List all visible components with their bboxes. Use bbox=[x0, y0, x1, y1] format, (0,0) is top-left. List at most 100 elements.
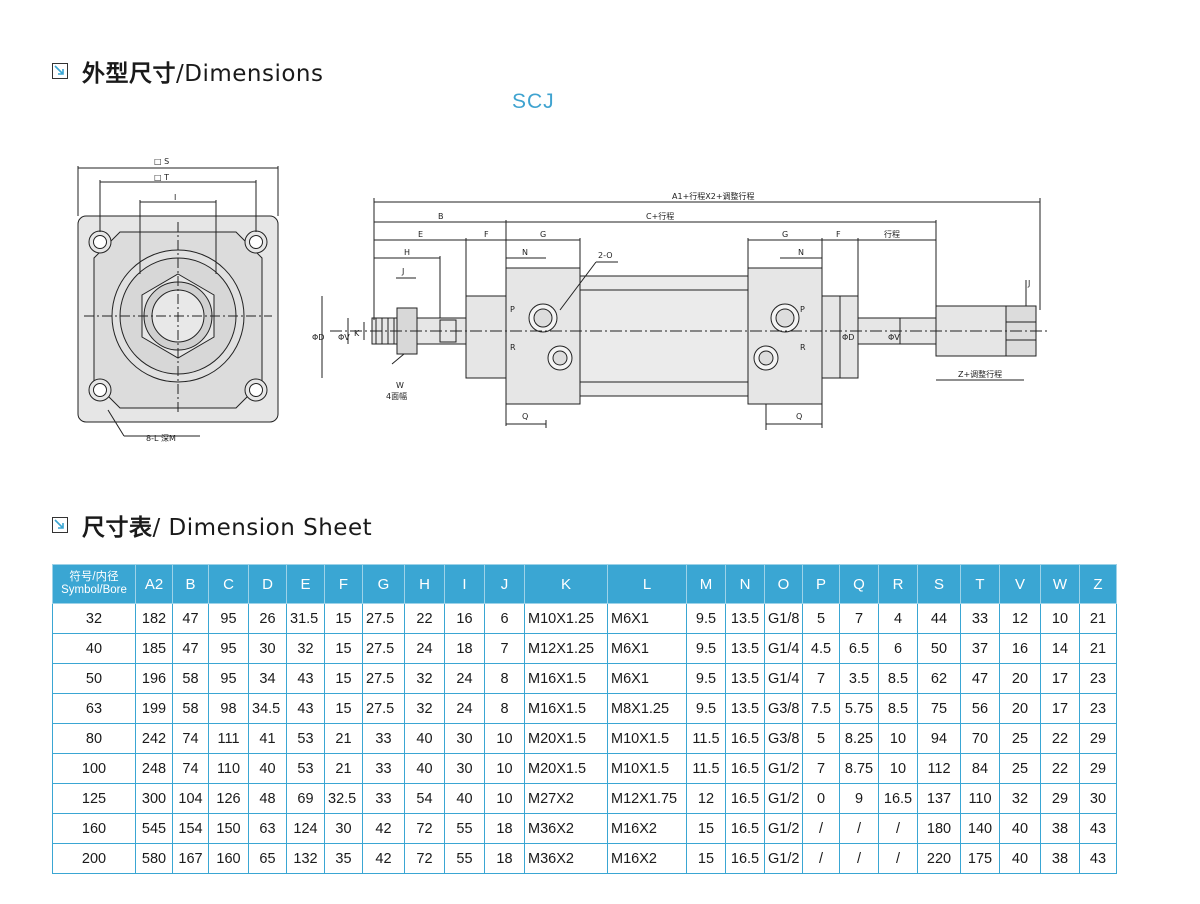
dimension-drawing: □ S □ T I 8-L 深M A1+行程X2+调整行程 B C+行程 E F… bbox=[77, 157, 1050, 443]
table-cell: 7 bbox=[484, 633, 525, 664]
table-cell: 74 bbox=[172, 753, 209, 784]
table-cell: 48 bbox=[248, 783, 287, 814]
table-cell: 34.5 bbox=[248, 693, 287, 724]
label-A1: A1+行程X2+调整行程 bbox=[672, 191, 755, 201]
table-cell: 95 bbox=[208, 633, 249, 664]
table-cell: 10 bbox=[484, 753, 525, 784]
table-cell: 24 bbox=[444, 693, 485, 724]
label-J-right: J bbox=[1027, 279, 1030, 288]
table-cell: G1/4 bbox=[764, 663, 803, 694]
header-b: B bbox=[172, 564, 209, 604]
table-cell: 6 bbox=[878, 633, 918, 664]
table-cell: M10X1.25 bbox=[524, 603, 608, 634]
label-O: 2-O bbox=[598, 251, 613, 260]
front-view bbox=[77, 166, 279, 437]
table-cell: 124 bbox=[286, 813, 325, 844]
table-cell: 196 bbox=[135, 663, 173, 694]
bore-cell: 40 bbox=[52, 633, 136, 664]
table-cell: 42 bbox=[362, 843, 405, 874]
header-d: D bbox=[248, 564, 287, 604]
label-Q-right: Q bbox=[796, 412, 802, 421]
table-cell: 8.5 bbox=[878, 663, 918, 694]
table-cell: 21 bbox=[1079, 603, 1117, 634]
table-cell: 53 bbox=[286, 753, 325, 784]
table-cell: 16 bbox=[444, 603, 485, 634]
header-f: F bbox=[324, 564, 363, 604]
table-cell: 180 bbox=[917, 813, 961, 844]
table-cell: 18 bbox=[484, 813, 525, 844]
table-cell: M16X2 bbox=[607, 843, 687, 874]
label-hole: 8-L 深M bbox=[146, 434, 176, 443]
label-F-left: F bbox=[484, 230, 489, 239]
table-cell: 72 bbox=[404, 843, 445, 874]
table-cell: 75 bbox=[917, 693, 961, 724]
table-cell: 50 bbox=[917, 633, 961, 664]
table-cell: 44 bbox=[917, 603, 961, 634]
label-V-left: ΦV bbox=[338, 333, 350, 342]
table-cell: 6.5 bbox=[839, 633, 879, 664]
table-cell: 40 bbox=[404, 723, 445, 754]
label-stroke: 行程 bbox=[884, 229, 900, 239]
sheet-heading: 尺寸表/ Dimension Sheet bbox=[52, 508, 372, 542]
label-Q-left: Q bbox=[522, 412, 528, 421]
header-v: V bbox=[999, 564, 1041, 604]
sheet-title-zh: 尺寸表 bbox=[82, 515, 153, 541]
table-cell: 22 bbox=[1040, 723, 1080, 754]
table-cell: 95 bbox=[208, 603, 249, 634]
table-cell: 16.5 bbox=[725, 813, 765, 844]
table-cell: 94 bbox=[917, 723, 961, 754]
table-cell: 21 bbox=[324, 723, 363, 754]
table-cell: 27.5 bbox=[362, 693, 405, 724]
table-cell: 5 bbox=[802, 723, 840, 754]
header-m: M bbox=[686, 564, 726, 604]
table-cell: 56 bbox=[960, 693, 1000, 724]
label-N-right: N bbox=[798, 248, 804, 257]
table-cell: 27.5 bbox=[362, 633, 405, 664]
table-cell: 18 bbox=[484, 843, 525, 874]
table-cell: 6 bbox=[484, 603, 525, 634]
table-cell: 33 bbox=[960, 603, 1000, 634]
table-cell: M20X1.5 bbox=[524, 723, 608, 754]
table-cell: 47 bbox=[172, 603, 209, 634]
table-cell: 21 bbox=[324, 753, 363, 784]
table-cell: 41 bbox=[248, 723, 287, 754]
table-cell: G1/2 bbox=[764, 753, 803, 784]
table-cell: 9 bbox=[839, 783, 879, 814]
table-cell: 24 bbox=[404, 633, 445, 664]
table-cell: M36X2 bbox=[524, 843, 608, 874]
table-cell: 30 bbox=[1079, 783, 1117, 814]
table-cell: 29 bbox=[1079, 723, 1117, 754]
corner-arrow-icon bbox=[52, 517, 68, 533]
table-cell: 160 bbox=[208, 843, 249, 874]
table-cell: 20 bbox=[999, 663, 1041, 694]
label-V-right: ΦV bbox=[888, 333, 900, 342]
table-cell: 16.5 bbox=[878, 783, 918, 814]
table-cell: / bbox=[802, 843, 840, 874]
table-cell: 182 bbox=[135, 603, 173, 634]
table-cell: 43 bbox=[286, 693, 325, 724]
table-cell: / bbox=[839, 813, 879, 844]
label-G-left: G bbox=[540, 230, 546, 239]
table-cell: 32 bbox=[404, 693, 445, 724]
table-cell: 58 bbox=[172, 663, 209, 694]
table-cell: 40 bbox=[999, 843, 1041, 874]
table-cell: 10 bbox=[1040, 603, 1080, 634]
table-cell: 58 bbox=[172, 693, 209, 724]
table-cell: 10 bbox=[484, 783, 525, 814]
table-cell: 7 bbox=[802, 663, 840, 694]
table-cell: 110 bbox=[960, 783, 1000, 814]
table-cell: M6X1 bbox=[607, 663, 687, 694]
label-D-left: ΦD bbox=[312, 333, 324, 342]
table-cell: 27.5 bbox=[362, 603, 405, 634]
table-cell: 17 bbox=[1040, 693, 1080, 724]
table-cell: 8 bbox=[484, 663, 525, 694]
header-i: I bbox=[444, 564, 485, 604]
header-j: J bbox=[484, 564, 525, 604]
label-F-right: F bbox=[836, 230, 841, 239]
table-cell: 32.5 bbox=[324, 783, 363, 814]
table-cell: M10X1.5 bbox=[607, 723, 687, 754]
